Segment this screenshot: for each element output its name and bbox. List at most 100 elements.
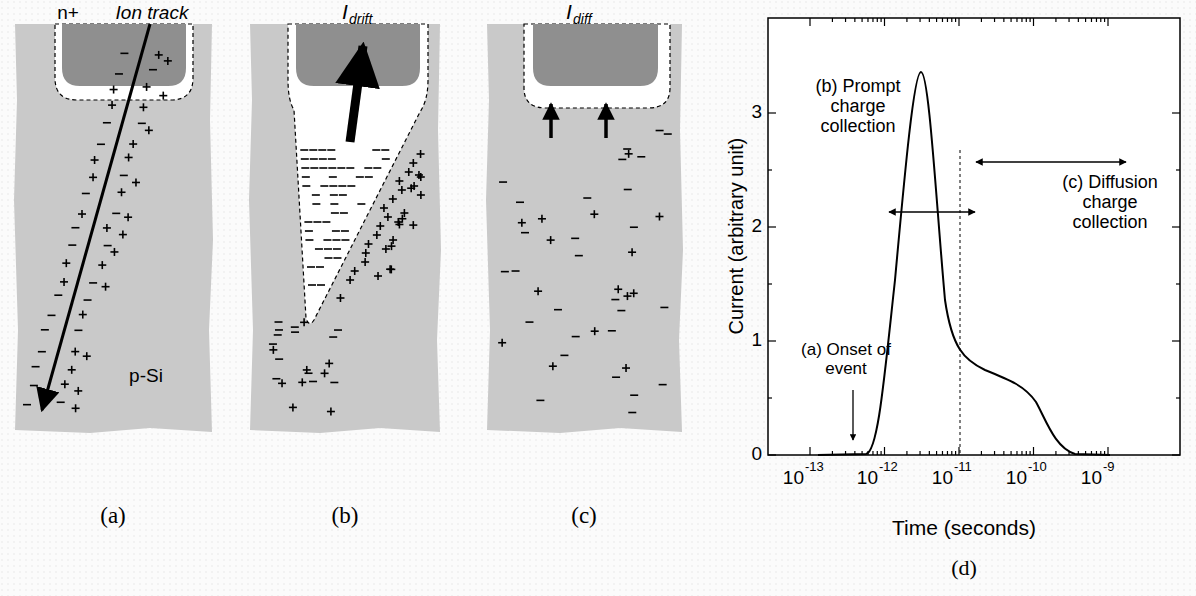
- carrier-stroke: [305, 230, 313, 232]
- carrier-stroke: [936, 18, 937, 22]
- panel-label: (d): [951, 556, 977, 581]
- carrier-stroke: [23, 404, 31, 406]
- carrier-stroke: [94, 156, 96, 164]
- carrier-stroke: [364, 167, 372, 169]
- carrier-stroke: [337, 167, 345, 169]
- carrier-stroke: [625, 364, 627, 372]
- interval-arrow: [976, 161, 1126, 163]
- panel-a: [14, 24, 213, 433]
- carrier-stroke: [994, 18, 995, 22]
- carrier-stroke: [955, 18, 956, 22]
- carrier-stroke: [420, 191, 422, 199]
- carrier-stroke: [275, 358, 283, 360]
- carrier-stroke: [391, 242, 393, 250]
- carrier-stroke: [884, 447, 885, 455]
- carrier-stroke: [75, 404, 77, 412]
- carrier-stroke: [322, 221, 330, 223]
- carrier-stroke: [1003, 451, 1004, 455]
- carrier-stroke: [120, 175, 128, 177]
- annotation: (b) Prompt charge collection: [799, 76, 917, 136]
- carrier-stroke: [38, 351, 46, 353]
- region-label: p-Si: [129, 365, 163, 386]
- diffusion-arrow: [604, 104, 608, 138]
- axis-title: Time (seconds): [892, 516, 1036, 540]
- carrier-stroke: [867, 18, 868, 22]
- carrier-stroke: [30, 385, 38, 387]
- carrier-stroke: [114, 248, 116, 256]
- carrier-stroke: [82, 311, 84, 319]
- carrier-stroke: [354, 267, 356, 275]
- carrier-stroke: [560, 355, 568, 357]
- carrier-stroke: [1172, 112, 1180, 113]
- p-si-substrate: [486, 24, 683, 433]
- carrier-stroke: [54, 294, 62, 296]
- carrier-stroke: [105, 283, 107, 291]
- carrier-stroke: [309, 381, 317, 383]
- carrier-stroke: [103, 122, 111, 124]
- carrier-stroke: [1107, 447, 1108, 455]
- carrier-stroke: [1100, 18, 1101, 22]
- carrier-stroke: [317, 284, 325, 286]
- carrier-stroke: [92, 173, 94, 181]
- carrier-stroke: [330, 382, 338, 384]
- carrier-stroke: [404, 209, 406, 217]
- carrier-stroke: [167, 57, 169, 65]
- carrier-stroke: [1176, 397, 1180, 398]
- carrier-stroke: [315, 248, 323, 250]
- carrier-stroke: [418, 171, 420, 179]
- carrier-stroke: [143, 103, 145, 111]
- carrier-stroke: [768, 340, 776, 341]
- carrier-stroke: [115, 73, 123, 75]
- carrier-stroke: [617, 285, 619, 293]
- carrier-stroke: [872, 451, 873, 455]
- carrier-stroke: [958, 447, 959, 455]
- carrier-stroke: [1029, 18, 1030, 22]
- carrier-stroke: [861, 18, 862, 22]
- carrier-stroke: [303, 318, 305, 326]
- carrier-stroke: [71, 366, 73, 374]
- carrier-stroke: [1172, 454, 1180, 455]
- carrier-stroke: [301, 158, 309, 160]
- carrier-stroke: [981, 451, 982, 455]
- carrier-stroke: [121, 188, 123, 196]
- carrier-stroke: [312, 194, 320, 196]
- carrier-stroke: [346, 167, 354, 169]
- carrier-stroke: [919, 451, 920, 455]
- chart: [768, 18, 1180, 455]
- carrier-stroke: [608, 330, 616, 332]
- carrier-stroke: [854, 18, 855, 22]
- carrier-stroke: [612, 376, 620, 378]
- carrier-stroke: [637, 156, 645, 158]
- carrier-stroke: [617, 310, 625, 312]
- carrier-stroke: [630, 394, 638, 396]
- carrier-stroke: [880, 451, 881, 455]
- carrier-stroke: [372, 149, 380, 151]
- carrier-stroke: [392, 195, 394, 203]
- carrier-stroke: [149, 69, 157, 71]
- p-si-substrate: [249, 24, 441, 433]
- carrier-stroke: [377, 272, 379, 280]
- carrier-stroke: [324, 257, 332, 259]
- carrier-stroke: [884, 18, 885, 26]
- carrier-stroke: [120, 53, 128, 55]
- carrier-stroke: [1078, 18, 1079, 22]
- carrier-stroke: [127, 213, 129, 221]
- carrier-stroke: [135, 178, 137, 186]
- carrier-stroke: [101, 261, 103, 269]
- carrier-stroke: [306, 366, 308, 374]
- carrier-stroke: [313, 221, 321, 223]
- carrier-stroke: [768, 226, 776, 227]
- carrier-stroke: [594, 327, 596, 335]
- carrier-stroke: [32, 366, 40, 368]
- carrier-stroke: [501, 339, 503, 347]
- carrier-stroke: [947, 451, 948, 455]
- carrier-stroke: [1021, 18, 1022, 22]
- funnel-depletion: [288, 24, 428, 324]
- carrier-stroke: [41, 329, 49, 331]
- carrier-stroke: [291, 331, 299, 333]
- tick-label: 2: [751, 215, 762, 236]
- carrier-stroke: [328, 158, 336, 160]
- carrier-stroke: [1176, 169, 1180, 170]
- carrier-stroke: [552, 362, 554, 370]
